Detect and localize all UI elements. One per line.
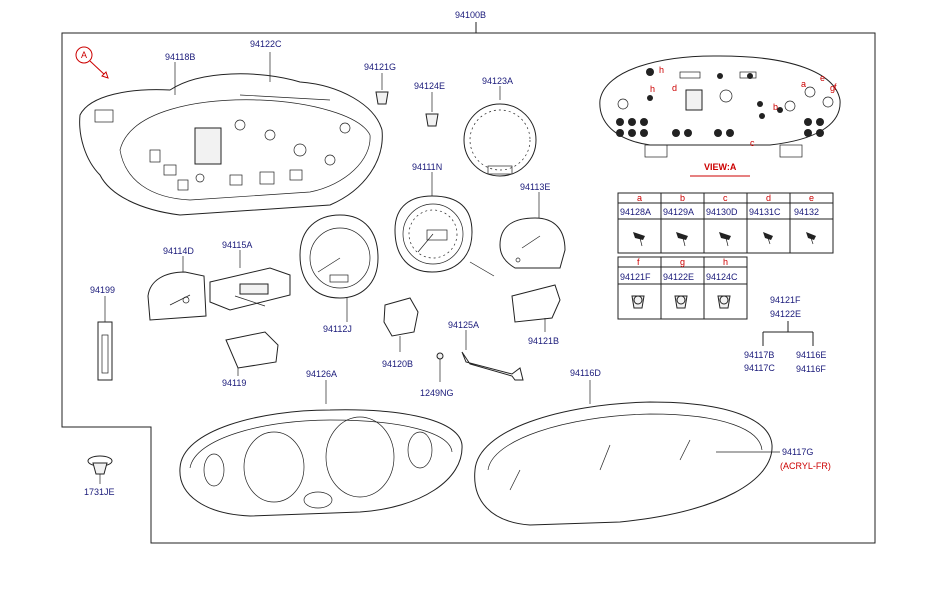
bezel-part: [179, 380, 463, 517]
circuit-board-part: [209, 250, 291, 311]
temp-gauge-part: [147, 256, 207, 321]
label-94117B[interactable]: 94117B: [744, 350, 774, 360]
row1-letter-a: a: [637, 193, 642, 203]
cover-94120B-part: [383, 297, 419, 352]
label-94124E[interactable]: 94124E: [414, 81, 445, 91]
row2-letter-h: h: [723, 257, 728, 267]
label-94123A[interactable]: 94123A: [482, 76, 513, 86]
row1-bulb-icons: [633, 232, 816, 247]
clip-part: [87, 455, 113, 484]
cover-94121B-part: [511, 284, 561, 332]
marker-g: g: [830, 83, 835, 93]
label-94121B[interactable]: 94121B: [528, 336, 559, 346]
label-94114D[interactable]: 94114D: [163, 246, 194, 256]
label-1731JE[interactable]: 1731JE: [84, 487, 115, 497]
assembly-label[interactable]: 94100B: [455, 10, 486, 20]
row1-letter-d: d: [766, 193, 771, 203]
view-a-rear: [599, 55, 841, 158]
dial-plate-part: [463, 86, 537, 177]
bracket-part: [97, 296, 113, 381]
label-94119[interactable]: 94119: [222, 378, 246, 388]
marker-e: e: [820, 73, 825, 83]
marker-b: b: [773, 102, 778, 112]
label-94199[interactable]: 94199: [90, 285, 115, 295]
lens-part: [474, 380, 780, 526]
bulb-94124E-part: [425, 92, 439, 127]
marker-d: d: [672, 83, 677, 93]
label-94111N[interactable]: 94111N: [412, 162, 442, 172]
row1-letter-e: e: [809, 193, 814, 203]
marker-h-2: h: [650, 84, 655, 94]
marker-h-1: h: [659, 65, 664, 75]
label-94115A[interactable]: 94115A: [222, 240, 252, 250]
label-94121G[interactable]: 94121G: [364, 62, 396, 72]
tachometer-part: [299, 214, 379, 322]
part-tree-lines: [762, 321, 814, 346]
label-94116D[interactable]: 94116D: [570, 368, 601, 378]
label-94116F[interactable]: 94116F: [796, 364, 826, 374]
marker-a: a: [801, 79, 806, 89]
callout-a: A: [75, 46, 109, 79]
row1-part-b[interactable]: 94129A: [663, 207, 694, 217]
row2-bulb-icons: [631, 295, 731, 309]
fuel-gauge-part: [499, 192, 566, 269]
label-94116E[interactable]: 94116E: [796, 350, 826, 360]
bulb-table-row1: [617, 192, 834, 254]
row2-letter-f: f: [637, 257, 640, 267]
bracket-94125A-part: [461, 330, 524, 381]
row1-letter-c: c: [723, 193, 728, 203]
label-94112J[interactable]: 94112J: [323, 324, 352, 334]
label-1249NG[interactable]: 1249NG: [420, 388, 454, 398]
bulb-94121G-part: [375, 73, 389, 105]
label-94121F[interactable]: 94121F: [770, 295, 801, 305]
label-94125A[interactable]: 94125A: [448, 320, 479, 330]
row1-letter-b: b: [680, 193, 685, 203]
label-94117C[interactable]: 94117C: [744, 363, 775, 373]
speedometer-part: [394, 172, 495, 277]
cover-94119-part: [225, 331, 279, 376]
label-acryl-fr: (ACRYL-FR): [780, 461, 831, 471]
label-94120B[interactable]: 94120B: [382, 359, 413, 369]
label-94122C[interactable]: 94122C: [250, 39, 282, 49]
rear-housing-part: [79, 52, 383, 216]
row1-part-a[interactable]: 94128A: [620, 207, 651, 217]
label-94122E[interactable]: 94122E: [770, 309, 801, 319]
row2-part-h[interactable]: 94124C: [706, 272, 738, 282]
label-94118B[interactable]: 94118B: [165, 52, 195, 62]
assembly-frame: [61, 32, 876, 544]
marker-f: f: [834, 82, 837, 92]
row1-part-d[interactable]: 94131C: [749, 207, 781, 217]
view-a-markers: h h d a e g b c f: [650, 65, 837, 148]
view-a-label: VIEW:A: [704, 162, 737, 172]
row1-part-c[interactable]: 94130D: [706, 207, 738, 217]
row1-part-e[interactable]: 94132: [794, 207, 819, 217]
callout-letter: A: [81, 50, 87, 60]
label-94117G[interactable]: 94117G: [782, 447, 813, 457]
label-94113E[interactable]: 94113E: [520, 182, 550, 192]
bulb-table-row2: [617, 256, 748, 320]
marker-c: c: [750, 138, 755, 148]
row2-part-g[interactable]: 94122E: [663, 272, 694, 282]
row2-part-f[interactable]: 94121F: [620, 272, 651, 282]
label-94126A[interactable]: 94126A: [306, 369, 337, 379]
screw-part: [436, 352, 444, 382]
row2-letter-g: g: [680, 257, 685, 267]
